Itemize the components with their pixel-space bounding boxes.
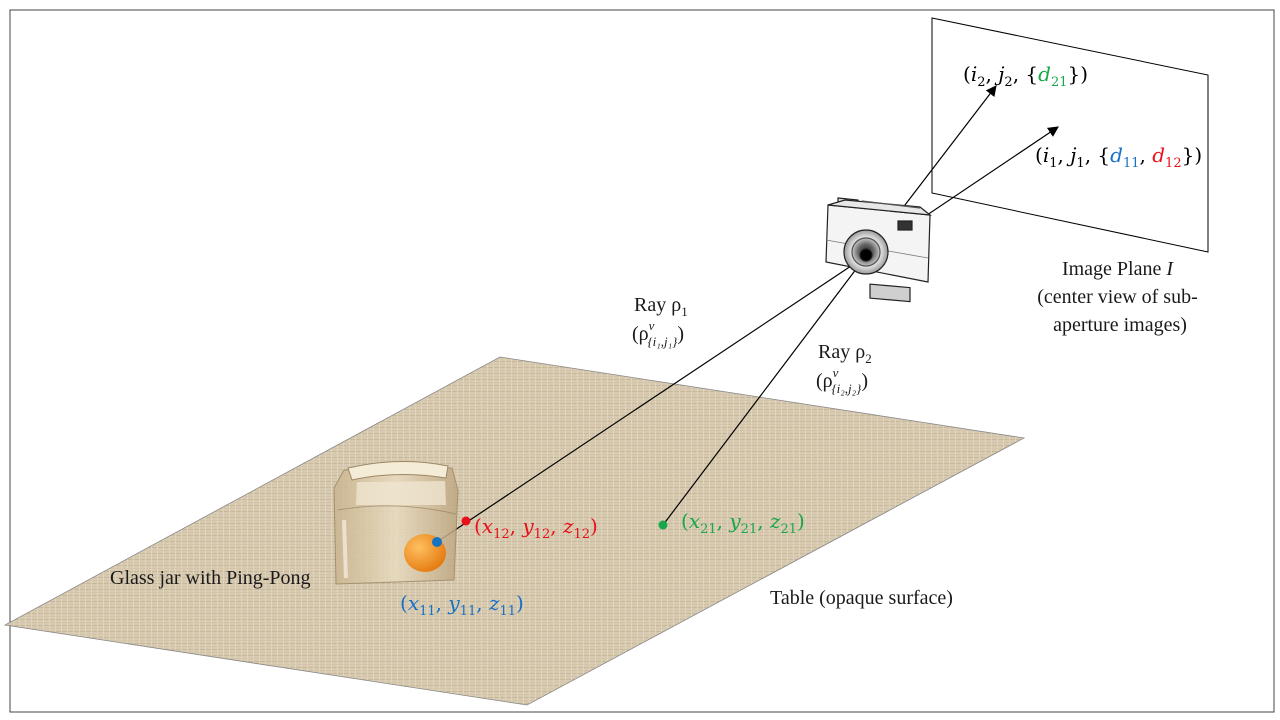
image-plane <box>931 17 1209 253</box>
point-12-label: (x12, y12, z12) <box>474 514 598 542</box>
camera-icon <box>825 197 932 303</box>
point-green <box>658 520 668 530</box>
pixel-2-label: (i2, j2, {d21}) <box>963 62 1088 90</box>
table-label: Table (opaque surface) <box>770 587 953 609</box>
figure-frame <box>9 9 1275 713</box>
image-plane-caption: Image Plane I (center view of sub- apert… <box>1037 258 1203 336</box>
point-blue <box>432 537 442 547</box>
point-11-label: (x11, y11, z11) <box>400 591 524 619</box>
ray-2-param: (ρv{i₂,j₂}) <box>816 365 868 396</box>
pixel-1-label: (i1, j1, {d11, d12}) <box>1035 143 1202 171</box>
ray-2-line <box>662 255 867 526</box>
jar-label: Glass jar with Ping-Pong <box>110 567 311 589</box>
ray-1-title: Ray ρ1 <box>634 294 688 319</box>
point-21-label: (x21, y21, z21) <box>681 509 805 537</box>
point-red <box>461 516 471 526</box>
ray-1-param: (ρv{i₁,j₁}) <box>632 318 684 349</box>
table-surface <box>3 356 1026 706</box>
ray-2-title: Ray ρ2 <box>818 341 872 366</box>
glass-jar <box>333 460 459 585</box>
ray-1-line <box>436 255 867 543</box>
